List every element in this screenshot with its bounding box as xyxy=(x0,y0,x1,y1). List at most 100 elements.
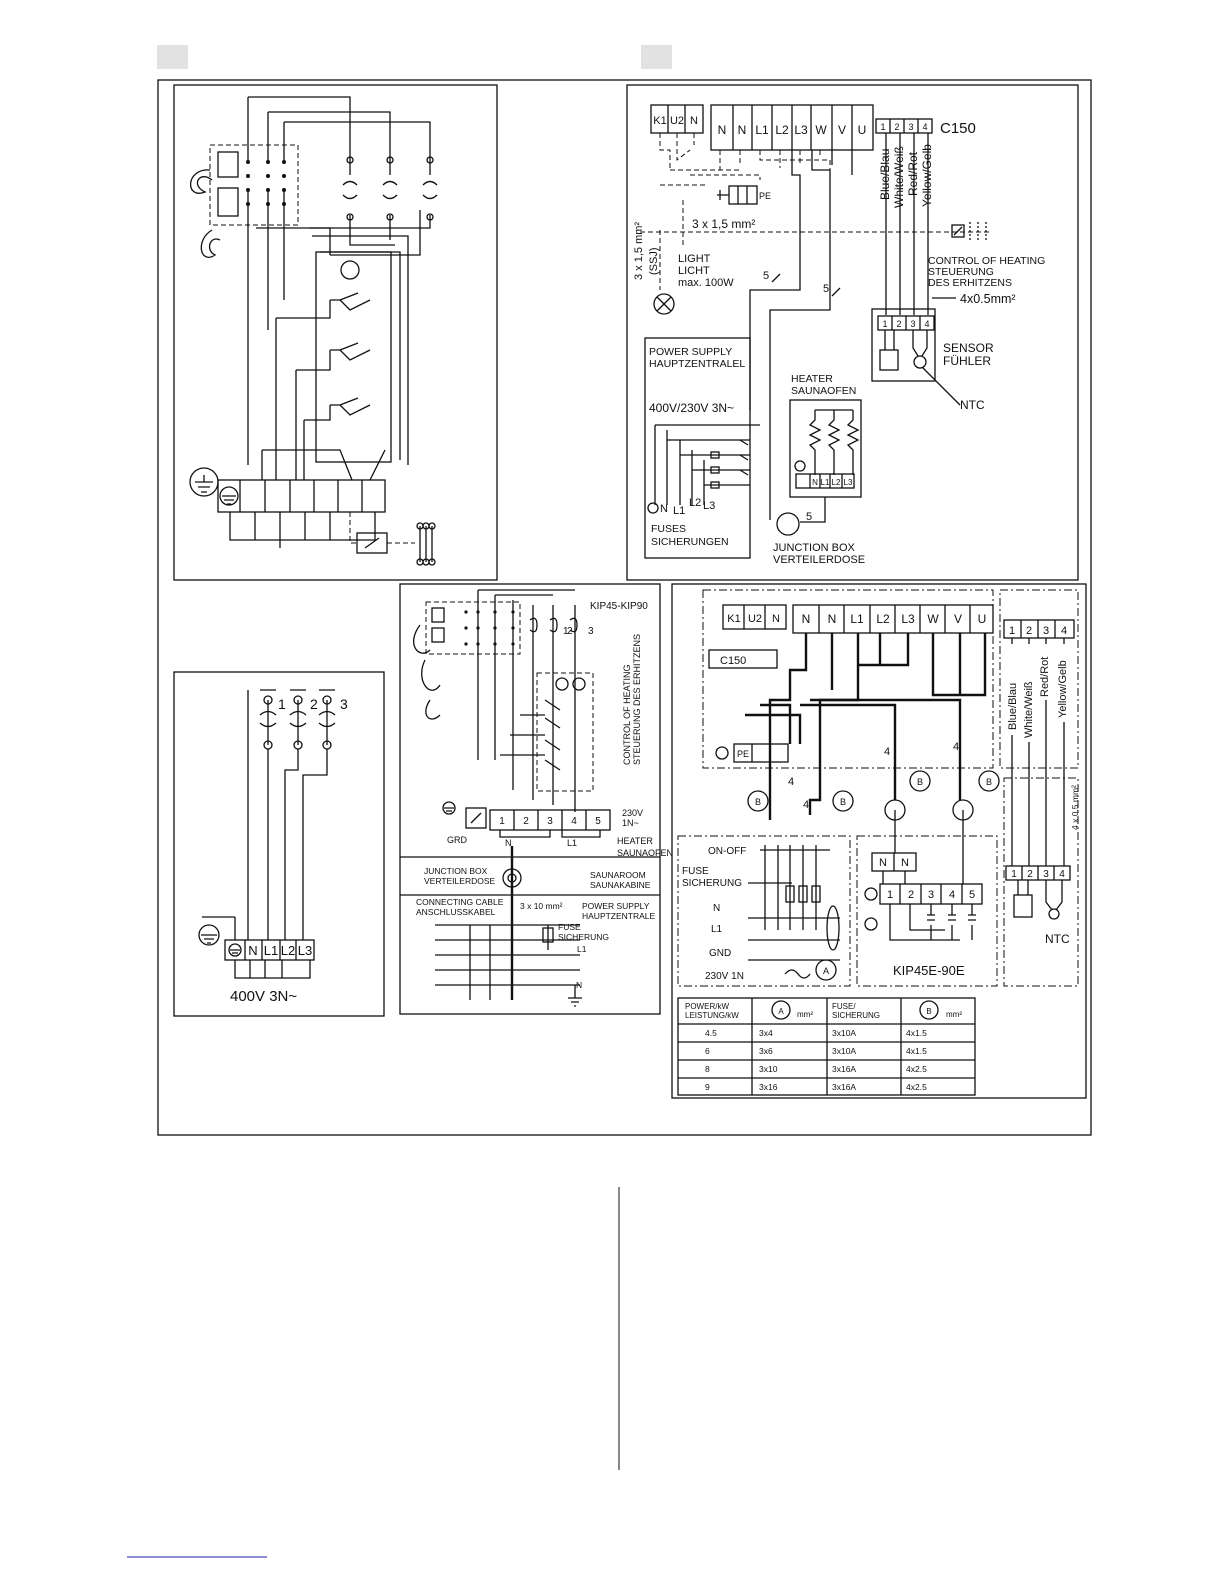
br-sensor-top-1: 1 xyxy=(1009,625,1015,637)
supply-term-l3: L3 xyxy=(703,500,715,512)
br-fuse-en: FUSE xyxy=(682,866,709,877)
voltage-400v-label: 400V 3N~ xyxy=(230,988,297,1005)
sensor-term-1: 1 xyxy=(882,319,887,329)
pole-2: 2 xyxy=(310,696,318,712)
table-header-a-unit: mm² xyxy=(797,1010,813,1019)
kip-term-1: 1 xyxy=(499,816,505,827)
heater-term-l1: L1 xyxy=(821,478,830,487)
section-tab-right xyxy=(641,45,672,69)
br-wire-blue: Blue/Blau xyxy=(1007,683,1019,730)
br-term-u2: U2 xyxy=(748,613,762,625)
kip-term-2: 2 xyxy=(523,816,529,827)
b-label-3: B xyxy=(917,777,923,787)
c150-main-term-6: V xyxy=(838,123,846,137)
fuses-label-de: SICHERUNGEN xyxy=(651,536,729,548)
c150-ctrl-1: 1 xyxy=(880,122,885,132)
kip-model-title: KIP45-KIP90 xyxy=(590,601,648,612)
table-cell-r2-c2: 3x16A xyxy=(832,1064,856,1074)
br-main-term-3: L2 xyxy=(876,612,890,626)
br-sensor-cable: 4 x 0,5 mm² xyxy=(1070,785,1080,830)
br-sensor-term-4: 4 xyxy=(1059,869,1065,880)
c150-pe-label: PE xyxy=(759,191,771,201)
wire-color-white: White/Weiß xyxy=(892,146,906,208)
sensor-label-en: SENSOR xyxy=(943,341,994,355)
br-wire-white: White/Weiß xyxy=(1023,681,1035,738)
kip-cable-size: 3 x 10 mm² xyxy=(520,901,563,911)
br-sensor-top-3: 3 xyxy=(1043,625,1049,637)
table-cell-r1-c3: 4x1.5 xyxy=(906,1046,927,1056)
sensor-cable-size: 4x0.5mm² xyxy=(960,292,1016,306)
wire-count-5-b: 5 xyxy=(823,283,829,295)
junction-box-icon xyxy=(776,512,800,536)
light-label-en: LIGHT xyxy=(678,253,711,265)
table-cell-r0-c0: 4.5 xyxy=(705,1028,717,1038)
br-supply-gnd: GND xyxy=(709,948,731,959)
br-model-label: C150 xyxy=(720,655,746,667)
kip-grd-label: GRD xyxy=(447,835,468,845)
c150-main-term-0: N xyxy=(718,123,727,137)
br-pe-label: PE xyxy=(737,749,749,759)
b-circle-4 xyxy=(978,770,1000,792)
table-header-fuse-en: FUSE/ xyxy=(832,1002,856,1011)
kip-term-4: 4 xyxy=(571,816,577,827)
br-main-term-6: V xyxy=(954,612,962,626)
kip-heater-de: SAUNAOFEN xyxy=(617,848,673,858)
br-main-term-4: L3 xyxy=(901,612,915,626)
kip-junction-box-icon xyxy=(502,868,522,888)
c150-ctrl-2: 2 xyxy=(894,122,899,132)
kip-voltage-1n: 1N~ xyxy=(622,818,639,828)
supply-term-l1: L1 xyxy=(673,505,685,517)
fuses-label-en: FUSES xyxy=(651,523,686,535)
table-cell-r1-c2: 3x10A xyxy=(832,1046,856,1056)
br-sensor-term-1: 1 xyxy=(1011,869,1017,880)
wire-count-5-c: 5 xyxy=(806,511,812,523)
power-supply-de: HAUPTZENTRALEL xyxy=(649,358,745,370)
kip-l1-label: L1 xyxy=(567,838,577,848)
kip-fuse-de: SICHERUNG xyxy=(558,932,609,942)
br-wire-4-c: 4 xyxy=(788,776,794,788)
power-supply-en: POWER SUPPLY xyxy=(649,346,732,358)
term-l1: L1 xyxy=(264,943,278,958)
b-label-1: B xyxy=(755,797,761,807)
table-cell-r2-c0: 8 xyxy=(705,1064,710,1074)
table-cell-r3-c2: 3x16A xyxy=(832,1082,856,1092)
br-sensor-top-4: 4 xyxy=(1061,625,1067,637)
kip-power-supply-en: POWER SUPPLY xyxy=(582,901,650,911)
junction-label-en: JUNCTION BOX xyxy=(773,542,856,554)
junction-label-de: VERTEILERDOSE xyxy=(773,554,865,566)
c150-model-label: C150 xyxy=(940,120,976,137)
br-wire-red: Red/Rot xyxy=(1039,657,1051,697)
kip-num-1: 1 xyxy=(563,626,569,637)
table-cell-r3-c1: 3x16 xyxy=(759,1082,778,1092)
table-header-a-circle-label: A xyxy=(778,1007,784,1016)
sensor-term-2: 2 xyxy=(896,319,901,329)
kip-e-term-4: 4 xyxy=(949,889,955,901)
br-ntc-label: NTC xyxy=(1045,932,1070,946)
a-label: A xyxy=(823,966,829,976)
table-cell-r2-c1: 3x10 xyxy=(759,1064,778,1074)
light-label-de: LICHT xyxy=(678,265,710,277)
br-wire-yellow: Yellow/Gelb xyxy=(1057,660,1069,718)
kip-fuse-en: FUSE xyxy=(558,922,581,932)
br-sensor-term-2: 2 xyxy=(1027,869,1033,880)
term-l3: L3 xyxy=(298,943,312,958)
kip-power-supply-de: HAUPTZENTRALE xyxy=(582,911,656,921)
kip-saunaroom-de: SAUNAKABINE xyxy=(590,880,651,890)
br-voltage-230v: 230V 1N xyxy=(705,971,744,982)
br-sensor-top-2: 2 xyxy=(1026,625,1032,637)
sensor-term-4: 4 xyxy=(924,319,929,329)
br-main-term-2: L1 xyxy=(850,612,864,626)
heater-term-n: N xyxy=(812,478,818,487)
kip-e-term-5: 5 xyxy=(969,889,975,901)
wire-count-5-a: 5 xyxy=(763,270,769,282)
panel-heater-internal xyxy=(173,84,498,581)
control-heating-en: CONTROL OF HEATING xyxy=(928,255,1045,267)
kip-heater-en: HEATER xyxy=(617,836,653,846)
heater-term-l3: L3 xyxy=(844,478,853,487)
outer-frame xyxy=(157,79,1092,1136)
kip-control-heating-de: STEUERUNG DES ERHITZENS xyxy=(632,634,642,765)
kip-e-term-n1: N xyxy=(879,857,887,869)
heater-label-de: SAUNAOFEN xyxy=(791,385,856,397)
